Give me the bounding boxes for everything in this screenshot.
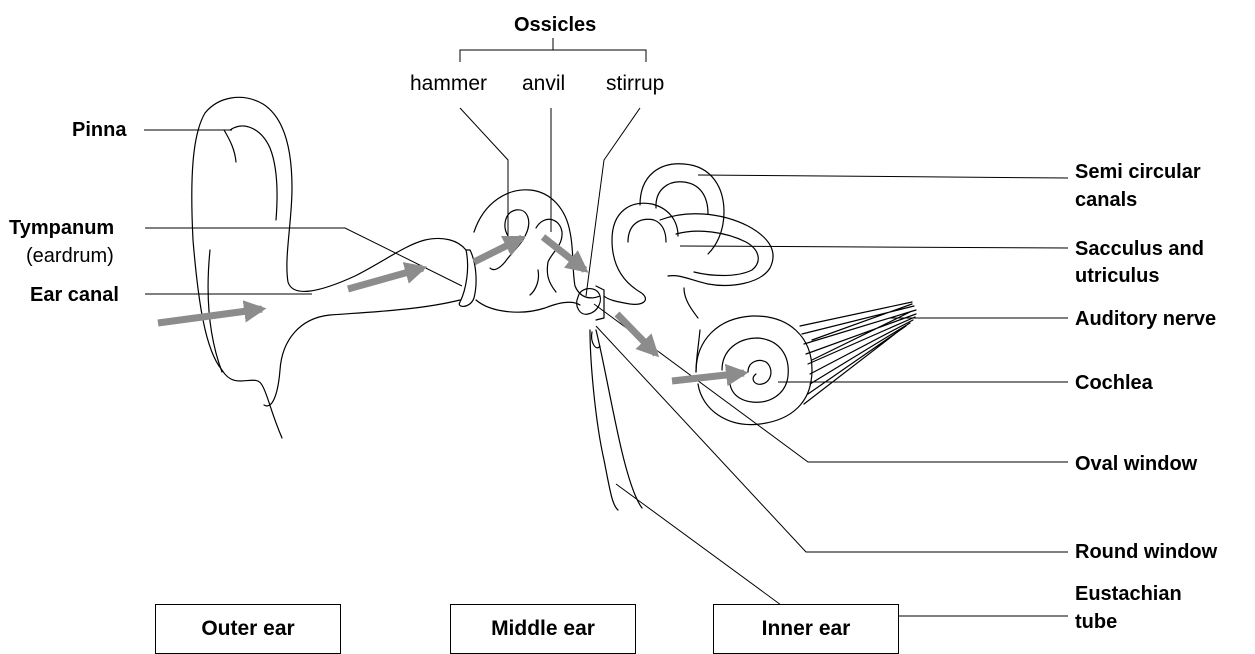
leader-hammer (460, 108, 508, 236)
ear-canal-label: Ear canal (30, 285, 119, 305)
round-window-label: Round window (1075, 542, 1217, 562)
cochlea-label: Cochlea (1075, 373, 1153, 393)
hammer-bone (490, 210, 529, 270)
hammer-label: hammer (410, 73, 487, 94)
tympanum-note: (eardrum) (26, 246, 114, 266)
stirrup-bone (577, 289, 601, 315)
sound-arrows (158, 237, 744, 381)
leader-eustachian (616, 484, 1068, 616)
eustachian-tube (590, 330, 618, 510)
leader-semicircular (698, 175, 1068, 178)
ossicles-label: Ossicles (514, 15, 596, 35)
cochlea-outer (696, 316, 812, 425)
leader-lines (144, 38, 1068, 616)
eustachian-label-2: tube (1075, 612, 1117, 632)
leader-round-window (596, 326, 1068, 552)
section-outer-ear: Outer ear (155, 604, 341, 654)
section-middle-ear: Middle ear (450, 604, 636, 654)
ossicles-bracket (460, 38, 646, 62)
sacculus-label-2: utriculus (1075, 266, 1159, 286)
pinna-helix-rim (208, 250, 222, 372)
auditory-nerve (800, 302, 916, 404)
semicircular-label-1: Semi circular (1075, 162, 1201, 182)
semicircular-canals (640, 164, 724, 254)
ear-canal-lower (264, 300, 460, 406)
middle-ear-cavity (474, 190, 600, 298)
semicircular-label-2: canals (1075, 190, 1137, 210)
stirrup-label: stirrup (606, 73, 664, 94)
oval-window-label: Oval window (1075, 454, 1197, 474)
tympanum-label: Tympanum (9, 218, 114, 238)
leader-sacculus (680, 246, 1068, 248)
anvil-label: anvil (522, 73, 565, 94)
auditory-nerve-label: Auditory nerve (1075, 309, 1216, 329)
eustachian-label-1: Eustachian (1075, 584, 1182, 604)
pinna-inner-fold (230, 126, 277, 220)
pinna-label: Pinna (72, 120, 126, 140)
section-inner-ear: Inner ear (713, 604, 899, 654)
sacculus-label-1: Sacculus and (1075, 239, 1204, 259)
anvil-bone (536, 219, 562, 292)
leader-stirrup (586, 108, 640, 296)
